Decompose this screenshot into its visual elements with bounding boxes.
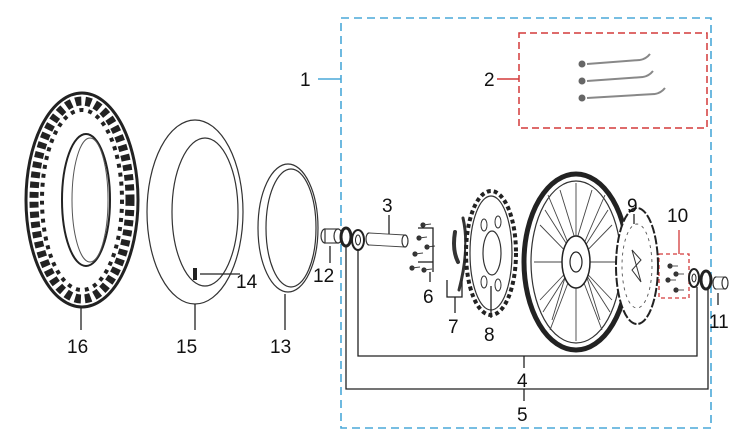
wheel-assembly-frame xyxy=(340,17,712,429)
spoke-kit-frame xyxy=(518,32,708,129)
hub-spacer-tube xyxy=(365,232,409,248)
tube-valve xyxy=(193,268,197,280)
right-spacer xyxy=(712,276,729,290)
left-spacer xyxy=(320,228,343,244)
callout-16: 16 xyxy=(67,337,88,358)
callout-12: 12 xyxy=(313,266,334,287)
callout-10: 10 xyxy=(667,206,688,227)
sprocket-bolts xyxy=(409,222,436,273)
left-seal-bearing xyxy=(339,226,365,251)
rear-sprocket xyxy=(464,189,518,317)
callout-2: 2 xyxy=(484,70,495,91)
sprocket-lock-plates xyxy=(452,216,468,292)
spoke-kit xyxy=(578,53,666,102)
disc-bolts xyxy=(665,263,684,293)
callout-14: 14 xyxy=(236,272,258,293)
callout-5: 5 xyxy=(517,405,528,426)
leader-lines xyxy=(80,78,719,401)
callout-9: 9 xyxy=(627,196,638,217)
callout-3: 3 xyxy=(382,196,393,217)
callout-15: 15 xyxy=(176,337,197,358)
callout-4: 4 xyxy=(517,371,528,392)
callout-7: 7 xyxy=(448,317,459,338)
brake-disc xyxy=(615,207,659,325)
inner-tube xyxy=(146,119,244,305)
callout-11: 11 xyxy=(709,312,729,333)
rim-band xyxy=(257,163,319,293)
spoked-rim xyxy=(521,171,631,353)
callout-8: 8 xyxy=(484,325,495,346)
callout-13: 13 xyxy=(270,337,291,358)
tyre xyxy=(24,91,140,309)
right-seal-bearing xyxy=(688,268,713,291)
callout-1: 1 xyxy=(300,70,311,91)
callout-6: 6 xyxy=(423,287,434,308)
